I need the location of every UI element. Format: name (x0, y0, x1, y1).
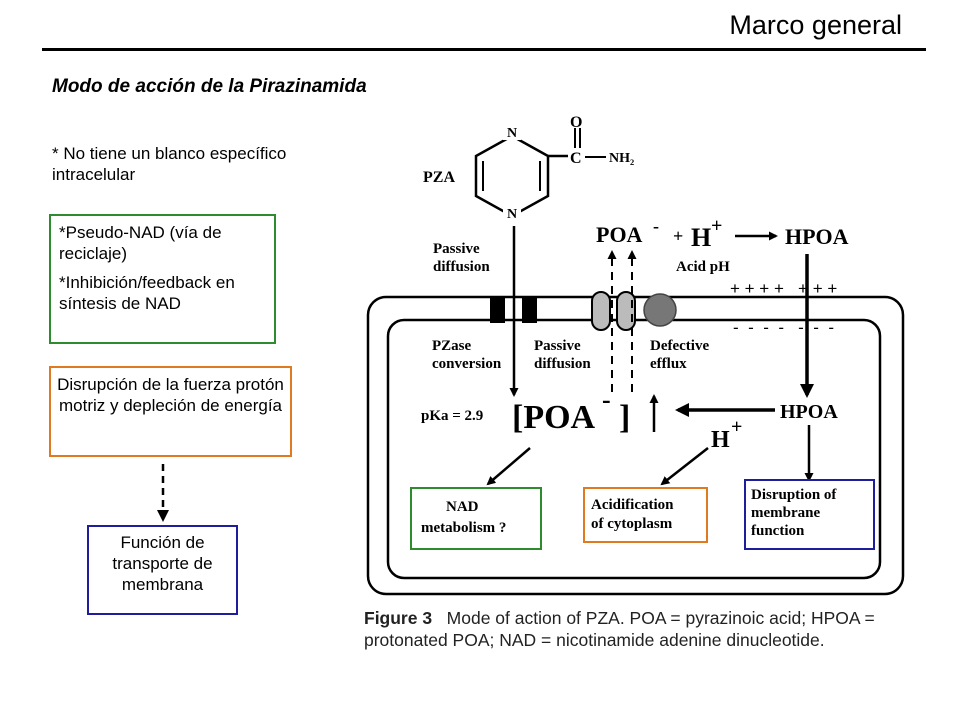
porin-channel (522, 296, 537, 323)
negative-charge-row: - - - - - - - (733, 318, 834, 337)
carbon-label: C (570, 150, 582, 167)
oxygen-label: O (570, 114, 582, 131)
passive-diffusion-inner-label: Passive diffusion (534, 338, 591, 372)
acid-ph-label: Acid pH (676, 259, 730, 275)
diffusion-channel (616, 291, 636, 331)
page-title: Marco general (729, 10, 902, 40)
passive-diffusion-outer-label: Passive diffusion (433, 241, 490, 275)
outer-membrane (366, 295, 905, 596)
pseudo-nad-box: *Pseudo-NAD (vía de reciclaje) *Inhibici… (49, 214, 276, 344)
acidification-label: Acidification of cytoplasm (591, 497, 677, 532)
poa-inner-label: [POA (512, 399, 596, 436)
proton-inner-label: H (711, 427, 730, 453)
note-text: * No tiene un blanco específico intracel… (52, 144, 287, 184)
nad-metabolism-box (410, 487, 542, 550)
title-divider (42, 48, 926, 51)
nitrogen-top-label: N (507, 126, 517, 141)
hpoa-outer-label: HPOA (785, 224, 849, 249)
hpoa-inner-label: HPOA (780, 401, 838, 423)
positive-charge-row: + + + + + + + (730, 279, 837, 298)
pza-mechanism-figure: N N O C NH₂ PZA Passive diffusion POA - … (366, 114, 905, 596)
nad-metabolism-label: NAD metabolism ? (421, 499, 506, 536)
figure-number: Figure 3 (364, 608, 433, 628)
proton-outer-label: H (691, 223, 711, 252)
membrane-disruption-box (744, 479, 875, 550)
pza-molecule: N N O C NH₂ PZA (423, 114, 634, 222)
dashed-arrow (157, 464, 169, 522)
porin-channel (490, 296, 505, 323)
poa-outer-label: POA (596, 222, 643, 247)
pzase-conversion-label: PZase conversion (432, 338, 502, 372)
figure-caption: Figure 3 Mode of action of PZA. POA = py… (364, 607, 924, 651)
to-acidification-arrow (660, 447, 709, 486)
acidification-box (583, 487, 708, 543)
figure-caption-text: Mode of action of PZA. POA = pyrazinoic … (364, 608, 875, 650)
membrane-transport-box: Función de transporte de membrana (87, 525, 238, 615)
proton-inner-charge: + (731, 416, 742, 438)
pza-label: PZA (423, 169, 455, 186)
nitrogen-bottom-label: N (507, 207, 517, 222)
diffusion-channel (591, 291, 611, 331)
defective-efflux-label: Defective efflux (650, 338, 713, 372)
nad-inhibition-text: *Inhibición/feedback en síntesis de NAD (59, 273, 235, 313)
slide-subtitle: Modo de acción de la Pirazinamida (52, 76, 367, 97)
to-nad-arrow (486, 447, 531, 486)
plus-sign: + (673, 226, 683, 246)
pseudo-nad-text: *Pseudo-NAD (vía de reciclaje) (59, 223, 222, 263)
pka-label: pKa = 2.9 (421, 408, 483, 424)
poa-inner-bracket: ] (619, 399, 630, 436)
efflux-pump (643, 293, 677, 327)
poa-outer-charge: - (653, 216, 659, 236)
proton-motive-box: Disrupción de la fuerza protón motriz y … (49, 366, 292, 457)
membrane-disruption-label: Disruption of membrane function (751, 487, 840, 539)
poa-inner-charge: - (602, 385, 611, 414)
nh2-label: NH₂ (609, 151, 634, 166)
proton-outer-charge: + (711, 215, 722, 237)
